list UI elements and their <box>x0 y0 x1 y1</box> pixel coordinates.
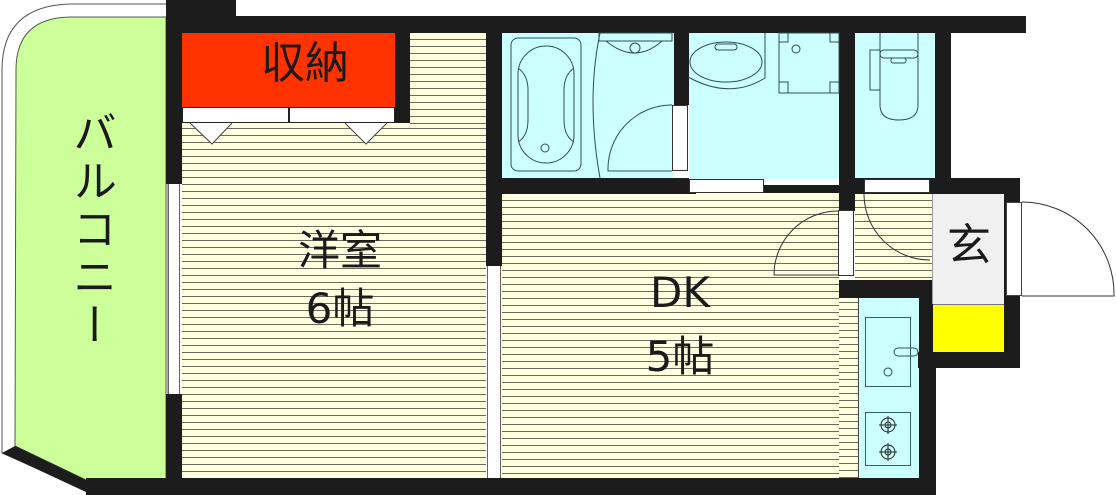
storage-wall-right <box>395 33 410 123</box>
sink <box>865 317 911 387</box>
wall-left-upper <box>166 16 182 184</box>
storage <box>182 33 395 108</box>
entrance-door-swing <box>1021 201 1115 297</box>
western-room-upper <box>410 33 486 125</box>
entrance-door[interactable] <box>1006 202 1022 296</box>
wall-wash-toilet <box>839 33 855 211</box>
wall-right-toilet <box>935 16 951 196</box>
toilet-room <box>855 33 935 179</box>
wall-partition-western-dk <box>486 16 502 266</box>
dk-size: 5帖 <box>645 332 715 381</box>
washroom <box>689 33 839 179</box>
storage-label: 収納 <box>261 38 349 89</box>
western-room-label: 洋室 <box>297 226 382 275</box>
wall-left-lower <box>166 394 182 495</box>
shoe-box <box>933 304 1004 352</box>
wall-entrance-bottom <box>918 352 1020 368</box>
dining-kitchen <box>502 194 839 478</box>
window-western-room <box>168 184 180 394</box>
storage-door-left[interactable] <box>182 107 289 123</box>
dk-label: DK <box>650 268 710 317</box>
wall-top <box>166 16 1026 33</box>
entrance <box>932 194 1004 304</box>
wall-entrance-top <box>930 178 1020 194</box>
entrance-label: 玄 <box>947 220 991 271</box>
wall-bath-wash <box>674 33 690 105</box>
western-room-size: 6帖 <box>305 284 375 333</box>
wall-bottom <box>86 478 936 495</box>
balcony-label: バルコニー <box>65 110 116 350</box>
washroom-door-track <box>764 179 839 193</box>
wall-kitchen-right <box>918 280 936 495</box>
balcony: バルコニー <box>0 0 170 495</box>
storage-door-right[interactable] <box>289 107 395 123</box>
hallway <box>855 194 933 280</box>
dining-kitchen-lower <box>839 296 859 478</box>
stove <box>865 412 911 466</box>
western-room <box>182 122 486 478</box>
toilet-door[interactable] <box>864 179 930 193</box>
wall-bath-bottom <box>502 178 696 194</box>
hallway-door[interactable] <box>838 210 854 276</box>
bathroom-door[interactable] <box>672 105 688 171</box>
washroom-door[interactable] <box>689 179 764 193</box>
bathroom <box>502 33 674 179</box>
wall-hall-bottom <box>839 280 935 298</box>
sliding-door-western-dk[interactable] <box>487 266 501 478</box>
